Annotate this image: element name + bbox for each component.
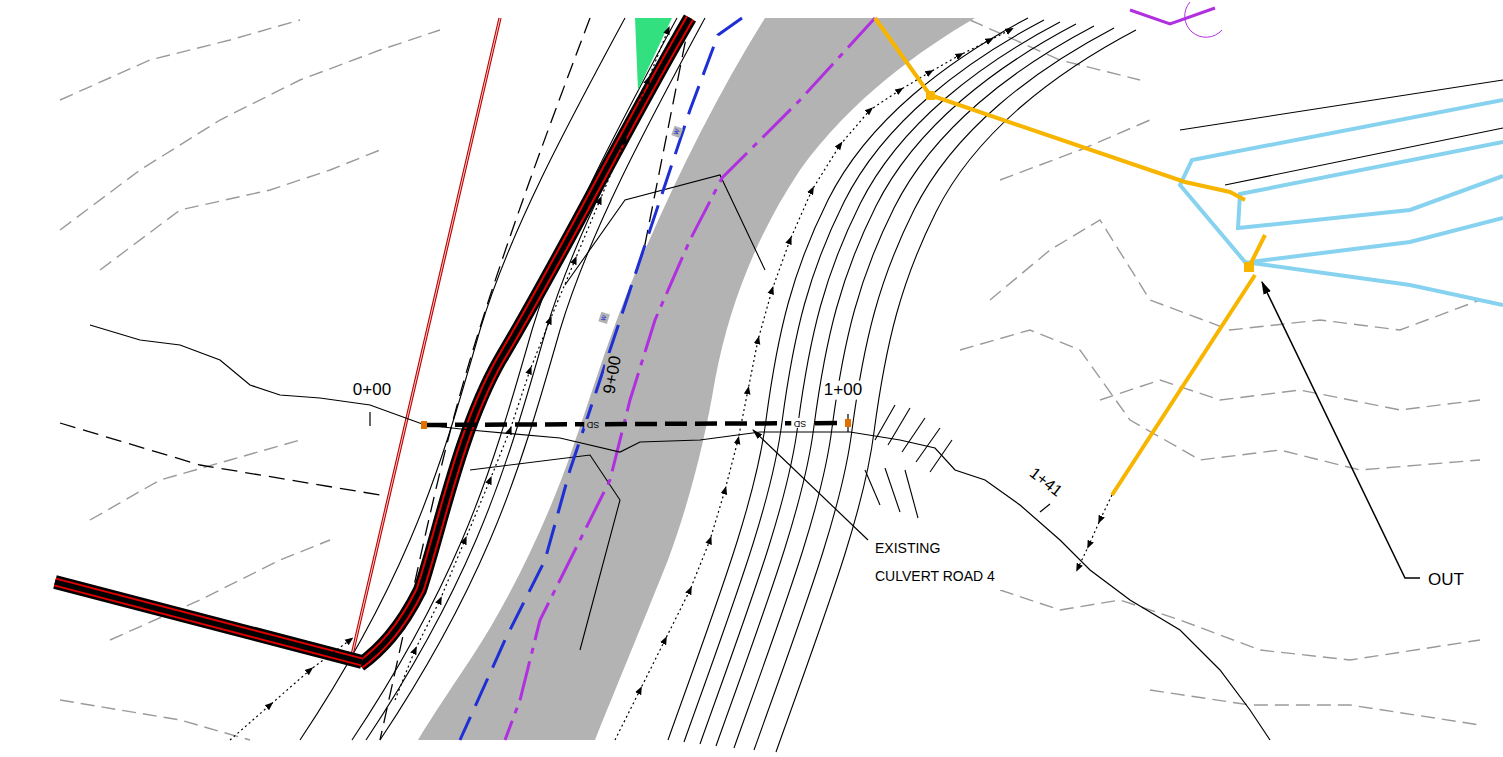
contour (684, 20, 1044, 742)
callout-note: EXISTING CULVERT ROAD 4 (873, 534, 1003, 590)
pipe (1112, 275, 1255, 495)
contour (1000, 590, 1480, 660)
section-line (470, 455, 620, 650)
pipe (1250, 235, 1265, 265)
water-tag: w (598, 312, 609, 324)
swale (615, 30, 1010, 740)
station-tick (1040, 504, 1050, 512)
road-edge (55, 582, 362, 662)
contour (754, 28, 1114, 750)
dashed-line (60, 423, 380, 495)
contour (300, 18, 625, 740)
storm-pipes (875, 18, 1265, 495)
ground-line (90, 325, 1270, 740)
swale (230, 640, 350, 740)
contour (905, 470, 918, 518)
contour (885, 468, 900, 512)
pipe (875, 18, 1245, 200)
station-tick (369, 412, 370, 426)
contour (1180, 80, 1503, 130)
contour (1225, 128, 1503, 185)
leader-line (753, 430, 868, 540)
contour (875, 405, 895, 440)
culvert-pipe (425, 423, 848, 425)
swale (395, 30, 668, 700)
callout-note: OUT (1426, 571, 1466, 590)
contour (700, 22, 1060, 744)
culvert-end (845, 419, 851, 427)
road-edge (360, 18, 690, 665)
station-label: 9+00 (600, 353, 626, 398)
water-line (460, 18, 742, 740)
contour (776, 30, 1136, 752)
station-label: 0+00 (351, 381, 393, 400)
station-label: 1+41 (1025, 463, 1067, 502)
grading-contours (300, 18, 1503, 752)
contour (1000, 120, 1150, 180)
contour (100, 150, 380, 270)
pond-edge (1180, 100, 1503, 305)
contour (865, 470, 880, 505)
contour (668, 18, 1028, 740)
contour (60, 700, 250, 740)
curve-symbol (1185, 2, 1222, 37)
culvert-end (421, 421, 427, 429)
pond-edge (1250, 218, 1503, 262)
contour (1150, 690, 1480, 725)
road-edge (55, 582, 362, 662)
contour (716, 24, 1076, 746)
swales (230, 30, 1112, 740)
road-edge (55, 582, 362, 662)
pipe-tag: SD (792, 418, 809, 428)
pond-outline (1180, 100, 1503, 305)
pond-edge (1238, 142, 1503, 228)
contour (990, 220, 1480, 330)
pipe-tag: SD (585, 419, 602, 429)
road-surface (418, 18, 975, 740)
contour (1100, 380, 1480, 410)
contour (902, 418, 925, 452)
leader-line (1262, 282, 1420, 578)
contour (960, 330, 1480, 470)
swale (1078, 495, 1112, 568)
water-tag: w (671, 126, 683, 138)
contour (90, 440, 300, 520)
road-edge (360, 18, 690, 665)
contour (380, 18, 705, 740)
pipe-node (1244, 262, 1254, 272)
station-label: 1+00 (822, 381, 864, 400)
road-centerline (1130, 8, 1215, 24)
contour (930, 440, 952, 472)
pipe-node (926, 91, 935, 100)
contour (60, 30, 440, 230)
road-centerline (505, 18, 875, 740)
road-edge (360, 18, 690, 665)
contour (60, 20, 300, 100)
contour (970, 20, 1140, 80)
